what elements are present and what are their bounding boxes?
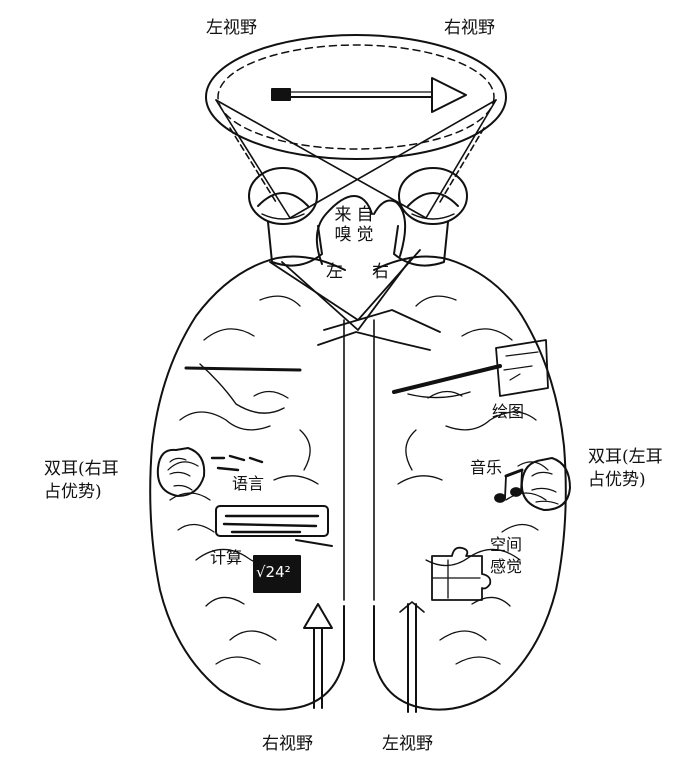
right-ear xyxy=(522,458,570,510)
label-self-top: 自 xyxy=(356,206,374,226)
label-bottom-right-field: 右视野 xyxy=(262,734,313,754)
label-self: 自 觉 xyxy=(356,206,374,245)
label-self-bottom: 觉 xyxy=(356,226,374,246)
label-center-left: 左 xyxy=(326,262,343,282)
drawing-canvas xyxy=(496,340,548,396)
label-spatial: 空间 感觉 xyxy=(490,534,522,577)
label-music: 音乐 xyxy=(470,458,502,477)
label-language: 语言 xyxy=(232,474,264,493)
pen-left xyxy=(186,364,300,413)
label-smell-top: 来 xyxy=(334,206,352,226)
label-binaural-right: 双耳(左耳 占优势) xyxy=(588,446,663,492)
label-smell-bottom: 嗅 xyxy=(334,226,352,246)
left-eye xyxy=(249,168,322,266)
arrow-down-right xyxy=(400,602,424,712)
label-binaural-right-line2: 占优势) xyxy=(588,469,663,492)
label-binaural-left-line1: 双耳(右耳 xyxy=(44,458,119,481)
right-hemisphere xyxy=(374,257,566,710)
label-top-right-field: 右视野 xyxy=(444,18,495,38)
label-center-right: 右 xyxy=(372,262,389,282)
label-binaural-left: 双耳(右耳 占优势) xyxy=(44,458,119,504)
label-binaural-right-line1: 双耳(左耳 xyxy=(588,446,663,469)
label-binaural-left-line2: 占优势) xyxy=(44,481,119,504)
label-calculation: 计算 xyxy=(210,548,242,567)
label-bottom-left-field: 左视野 xyxy=(382,734,433,754)
label-drawing: 绘图 xyxy=(492,402,524,421)
calc-pad xyxy=(216,506,332,546)
puzzle-pieces xyxy=(432,548,490,600)
label-spatial-line1: 空间 xyxy=(490,534,522,556)
left-ear xyxy=(158,448,204,496)
label-smell: 来 嗅 xyxy=(334,206,352,245)
label-top-left-field: 左视野 xyxy=(206,18,257,38)
language-marks xyxy=(212,456,262,470)
pen-right xyxy=(394,366,500,398)
field-arrow xyxy=(272,78,466,112)
label-sqrt: √24² xyxy=(256,563,291,581)
label-spatial-line2: 感觉 xyxy=(490,556,522,578)
